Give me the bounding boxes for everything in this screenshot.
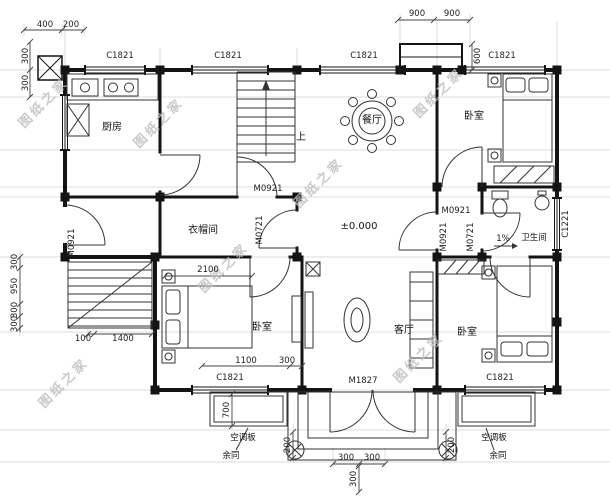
window-label-c1221: C1221 [560, 210, 571, 238]
stair-up-label: 上 [296, 132, 306, 143]
window-label-c1821-top-2: C1821 [214, 50, 242, 61]
ac-panel-label-left: 空调板 [230, 432, 256, 443]
dim-1400: 1400 [112, 333, 134, 344]
same-as-label-right: 余同 [489, 450, 507, 461]
dim-2100: 2100 [197, 264, 219, 275]
window-label-c1821-top-3: C1821 [350, 50, 378, 61]
ac-panel-label-right: 空调板 [481, 432, 507, 443]
room-label-bedroom-tr: 卧室 [464, 111, 484, 122]
room-label-dining: 餐厅 [362, 115, 382, 126]
dim-300-steps-2: 300 [363, 452, 381, 463]
dim-600: 600 [472, 47, 483, 65]
door-label-m0921-hall: M0921 [253, 183, 283, 194]
dim-200-porch-left: 200 [282, 436, 293, 454]
dim-900-2: 900 [443, 8, 461, 19]
dim-300-left-1: 300 [20, 47, 31, 65]
window-label-c1821-bottom-2: C1821 [486, 372, 514, 383]
dim-200-porch-right: 200 [446, 436, 457, 454]
dim-300-chain-3: 300 [9, 315, 20, 333]
room-label-bedroom-bl: 卧室 [252, 322, 272, 333]
dim-300-chain-1: 300 [9, 253, 20, 271]
room-label-kitchen: 厨房 [102, 122, 122, 133]
door-label-m0921-left: M0921 [66, 228, 77, 258]
room-label-bathroom: 卫生间 [521, 232, 547, 243]
room-label-cloakroom: 衣帽间 [188, 225, 218, 236]
dim-300-left-2: 300 [20, 74, 31, 92]
dim-700: 700 [221, 401, 232, 419]
window-label-c1821-bottom-1: C1821 [216, 372, 244, 383]
dim-100: 100 [74, 333, 92, 344]
slope-label: 1% [496, 233, 510, 244]
door-label-m0921-bedroom-tr: M0921 [441, 205, 471, 216]
dim-950: 950 [9, 277, 20, 295]
window-label-c1821-top-4: C1821 [488, 50, 516, 61]
elevation-marker: ±0.000 [340, 221, 378, 232]
dim-900-1: 900 [408, 8, 426, 19]
dim-400: 400 [36, 19, 54, 30]
room-label-living: 客厅 [394, 325, 414, 336]
door-label-m0921-corridor: M0921 [438, 222, 449, 252]
dim-200-topleft: 200 [62, 19, 80, 30]
dim-300-bed: 300 [278, 355, 296, 366]
door-label-m0721-cloakroom: M0721 [254, 215, 265, 245]
window-label-c1821-top-1: C1821 [106, 50, 134, 61]
door-label-m1827-entry: M1827 [348, 375, 378, 386]
room-label-bedroom-br: 卧室 [457, 327, 477, 338]
dim-1100: 1100 [235, 355, 257, 366]
same-as-label-left: 余同 [222, 450, 240, 461]
door-label-m0721-bathroom: M0721 [465, 222, 476, 252]
dim-300-steps-1: 300 [337, 452, 355, 463]
dim-300-steps-v: 300 [348, 470, 359, 488]
